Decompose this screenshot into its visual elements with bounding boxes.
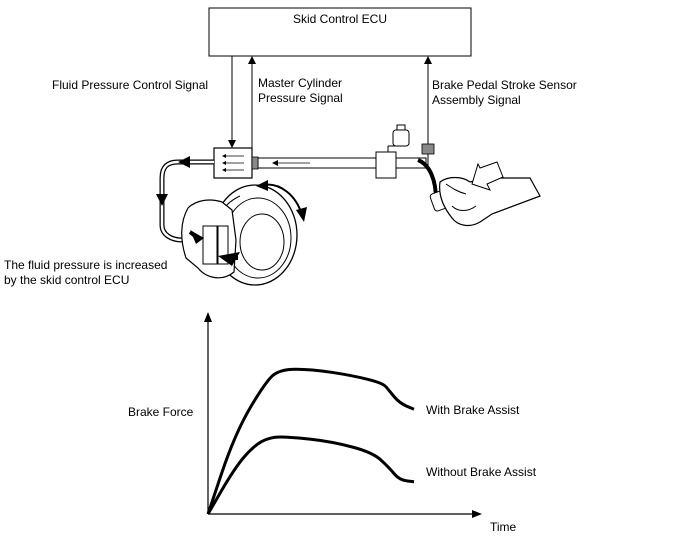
master-cylinder-label-1: Master Cylinder bbox=[258, 76, 343, 90]
x-axis-label: Time bbox=[490, 520, 517, 534]
pedal-stroke-arrow bbox=[424, 56, 432, 64]
pedal-stroke-label-2: Assembly Signal bbox=[432, 93, 521, 107]
master-cylinder-arrow bbox=[248, 56, 256, 64]
brake-caliper bbox=[181, 199, 240, 279]
brake-force-chart bbox=[204, 312, 482, 518]
master-cylinder-label-2: Pressure Signal bbox=[258, 91, 343, 105]
stroke-sensor bbox=[421, 143, 435, 155]
fluid-pressure-control-label: Fluid Pressure Control Signal bbox=[52, 78, 209, 92]
reservoir bbox=[392, 129, 410, 147]
master-cylinder bbox=[375, 151, 397, 179]
legend-without-brake-assist: Without Brake Assist bbox=[426, 465, 537, 479]
series-line-with-brake-assist bbox=[206, 367, 415, 515]
ecu-title: Skid Control ECU bbox=[292, 12, 388, 26]
driver-foot bbox=[439, 176, 541, 227]
y-axis-arrowhead bbox=[204, 312, 212, 322]
press-arrow bbox=[471, 161, 504, 191]
pressure-sensor bbox=[251, 156, 259, 170]
fluid-pressure-note-1: The fluid pressure is increased bbox=[4, 258, 168, 272]
fluid-pressure-arrow bbox=[228, 140, 236, 148]
fluid-pressure-note-2: by the skid control ECU bbox=[4, 273, 130, 287]
series-line-without-brake-assist bbox=[206, 435, 415, 515]
ecu-box bbox=[208, 7, 472, 57]
legend-with-brake-assist: With Brake Assist bbox=[426, 403, 520, 417]
x-axis-arrowhead bbox=[472, 510, 482, 518]
y-axis-label: Brake Force bbox=[128, 405, 194, 419]
pedal-stroke-label-1: Brake Pedal Stroke Sensor bbox=[432, 78, 577, 92]
